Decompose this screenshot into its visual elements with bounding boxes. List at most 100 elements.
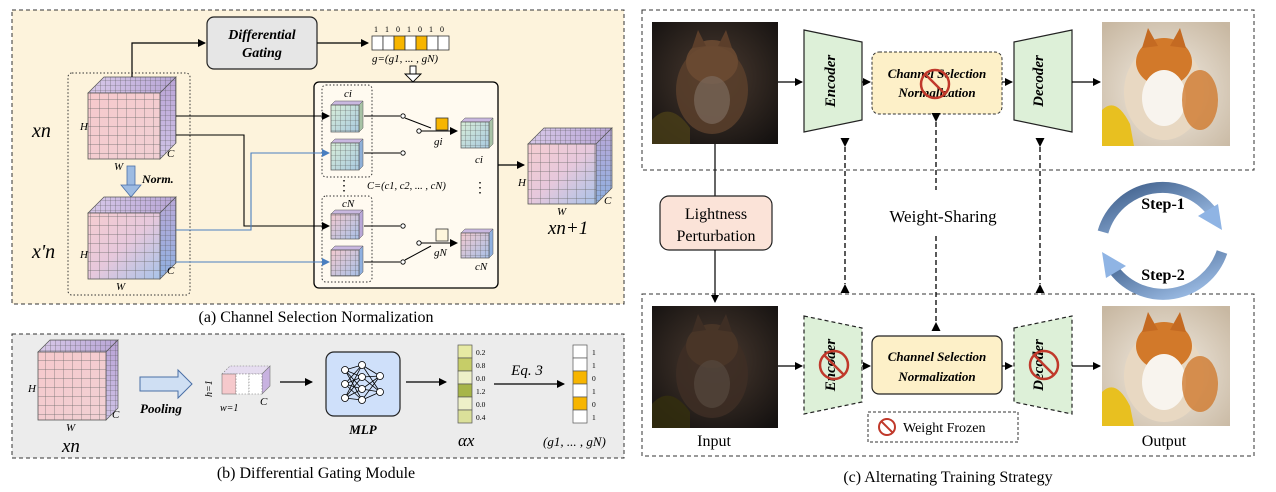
xn-c-label: C bbox=[167, 148, 175, 160]
xn-cube bbox=[87, 76, 177, 160]
xn-label: xn bbox=[31, 120, 51, 142]
alpha-value: 0.0 bbox=[476, 400, 486, 409]
cn-top-label: cN bbox=[342, 198, 355, 210]
b-c-label: C bbox=[112, 409, 120, 421]
weight-frozen-label: Weight Frozen bbox=[903, 421, 985, 436]
g-value: 0 bbox=[592, 400, 596, 409]
b-w-label: W bbox=[66, 422, 76, 434]
diff-gating-line1: Differential bbox=[227, 28, 296, 43]
arrow-to-gating bbox=[131, 39, 206, 77]
top-csn-line2: Normalization bbox=[897, 85, 975, 100]
b-h-label: H bbox=[27, 383, 37, 395]
input-group-box bbox=[67, 72, 191, 296]
gate-formula: g=(g1, ... , gN) bbox=[372, 53, 438, 65]
g-value: 1 bbox=[592, 387, 596, 396]
lightness-perturbation-box bbox=[659, 195, 773, 251]
top-input-image bbox=[652, 22, 778, 144]
bottom-input-image bbox=[652, 306, 778, 428]
output-cube bbox=[527, 127, 613, 205]
alpha-value: 0.0 bbox=[476, 374, 486, 383]
h1-label: h=1 bbox=[204, 380, 215, 397]
alpha-value: 0.4 bbox=[476, 413, 486, 422]
alpha-value: 1.2 bbox=[476, 387, 486, 396]
mlp-network-icon bbox=[341, 361, 384, 404]
pooled-c-label: C bbox=[260, 396, 268, 408]
gate-down-arrow bbox=[403, 65, 423, 83]
xnp-c-label: C bbox=[167, 265, 175, 277]
out-w-label: W bbox=[557, 206, 567, 218]
gate-bit-labels: 1 1 0 1 0 1 0 bbox=[374, 25, 444, 34]
arrow-xn-to-cn bbox=[176, 134, 330, 230]
vdots-left: ⋮ bbox=[337, 179, 351, 194]
weight-frozen-legend bbox=[867, 411, 1019, 443]
alpha-label: αx bbox=[458, 431, 475, 450]
lightness-line1: Lightness bbox=[685, 206, 747, 223]
bottom-encoder-label: Encoder bbox=[823, 339, 839, 393]
top-encoder bbox=[803, 29, 863, 133]
gate-bit: 1 bbox=[374, 25, 378, 34]
ci-top-label: ci bbox=[344, 88, 352, 100]
alpha-values: 0.2 0.8 0.0 1.2 0.0 0.4 bbox=[476, 348, 486, 422]
bottom-csn-box bbox=[871, 335, 1003, 395]
diff-gating-line2: Gating bbox=[242, 46, 282, 61]
gate-bit: 0 bbox=[440, 25, 444, 34]
xnp-w-label: W bbox=[116, 281, 126, 293]
xn-prime-cube bbox=[87, 196, 177, 280]
norm-arrow bbox=[120, 165, 142, 198]
weight-sharing-label: Weight-Sharing bbox=[889, 207, 997, 226]
bottom-csn-line1: Channel Selection bbox=[888, 349, 987, 364]
input-label: Input bbox=[697, 433, 731, 450]
mlp-label: MLP bbox=[348, 422, 378, 437]
top-decoder-label: Decoder bbox=[1031, 55, 1047, 108]
switch-cn bbox=[364, 223, 458, 265]
g-label: (g1, ... , gN) bbox=[543, 434, 606, 449]
step-cycle-icon bbox=[1097, 181, 1228, 300]
alpha-value: 0.8 bbox=[476, 361, 486, 370]
step1-label: Step-1 bbox=[1141, 196, 1185, 213]
caption-c: (c) Alternating Training Strategy bbox=[843, 469, 1052, 486]
bottom-decoder-frozen-icon bbox=[1028, 349, 1060, 381]
c-set-label: C=(c1, c2, ... , cN) bbox=[367, 181, 446, 192]
bottom-csn-line2: Normalization bbox=[897, 369, 975, 384]
eq3-label: Eq. 3 bbox=[510, 363, 543, 379]
gate-bit: 0 bbox=[396, 25, 400, 34]
lightness-line2: Perturbation bbox=[676, 228, 755, 245]
bottom-output-image bbox=[1102, 306, 1230, 426]
g-value: 1 bbox=[592, 361, 596, 370]
slice-ci-xnprime bbox=[330, 138, 364, 171]
top-decoder bbox=[1013, 29, 1073, 133]
cn-slice-group bbox=[321, 195, 373, 283]
top-csn-line1: Channel Selection bbox=[888, 66, 987, 81]
pooling-arrow bbox=[139, 368, 193, 400]
pooled-vector bbox=[221, 365, 271, 395]
differential-gating-box bbox=[206, 16, 318, 70]
out-h-label: H bbox=[517, 177, 527, 189]
xn-prime-label: x'n bbox=[31, 241, 55, 263]
xnp-h-label: H bbox=[79, 249, 89, 261]
ci-out-label: ci bbox=[475, 154, 483, 166]
arrow-xnprime-to-ci bbox=[176, 149, 330, 231]
w1-label: w=1 bbox=[220, 403, 238, 414]
norm-label: Norm. bbox=[141, 172, 174, 186]
cn-out-label: cN bbox=[475, 261, 488, 273]
selected-slice-ci bbox=[460, 117, 494, 149]
xn-h-label: H bbox=[79, 121, 89, 133]
gate-bit: 0 bbox=[418, 25, 422, 34]
top-encoder-label: Encoder bbox=[823, 55, 839, 109]
xn-w-label: W bbox=[114, 161, 124, 173]
gate-bit: 1 bbox=[429, 25, 433, 34]
slice-cn-xnprime bbox=[330, 245, 364, 277]
step2-label: Step-2 bbox=[1141, 267, 1185, 284]
gi-label: gi bbox=[434, 136, 443, 148]
top-csn-frozen-icon bbox=[919, 68, 951, 100]
xn-plus-1-label: xn+1 bbox=[547, 218, 588, 239]
gn-label: gN bbox=[434, 247, 448, 259]
out-c-label: C bbox=[604, 195, 612, 207]
g-value: 0 bbox=[592, 374, 596, 383]
switch-ci bbox=[364, 113, 458, 156]
gate-bit: 1 bbox=[407, 25, 411, 34]
g-value: 1 bbox=[592, 413, 596, 422]
output-label: Output bbox=[1142, 433, 1187, 450]
slice-cn-xn bbox=[330, 209, 364, 240]
